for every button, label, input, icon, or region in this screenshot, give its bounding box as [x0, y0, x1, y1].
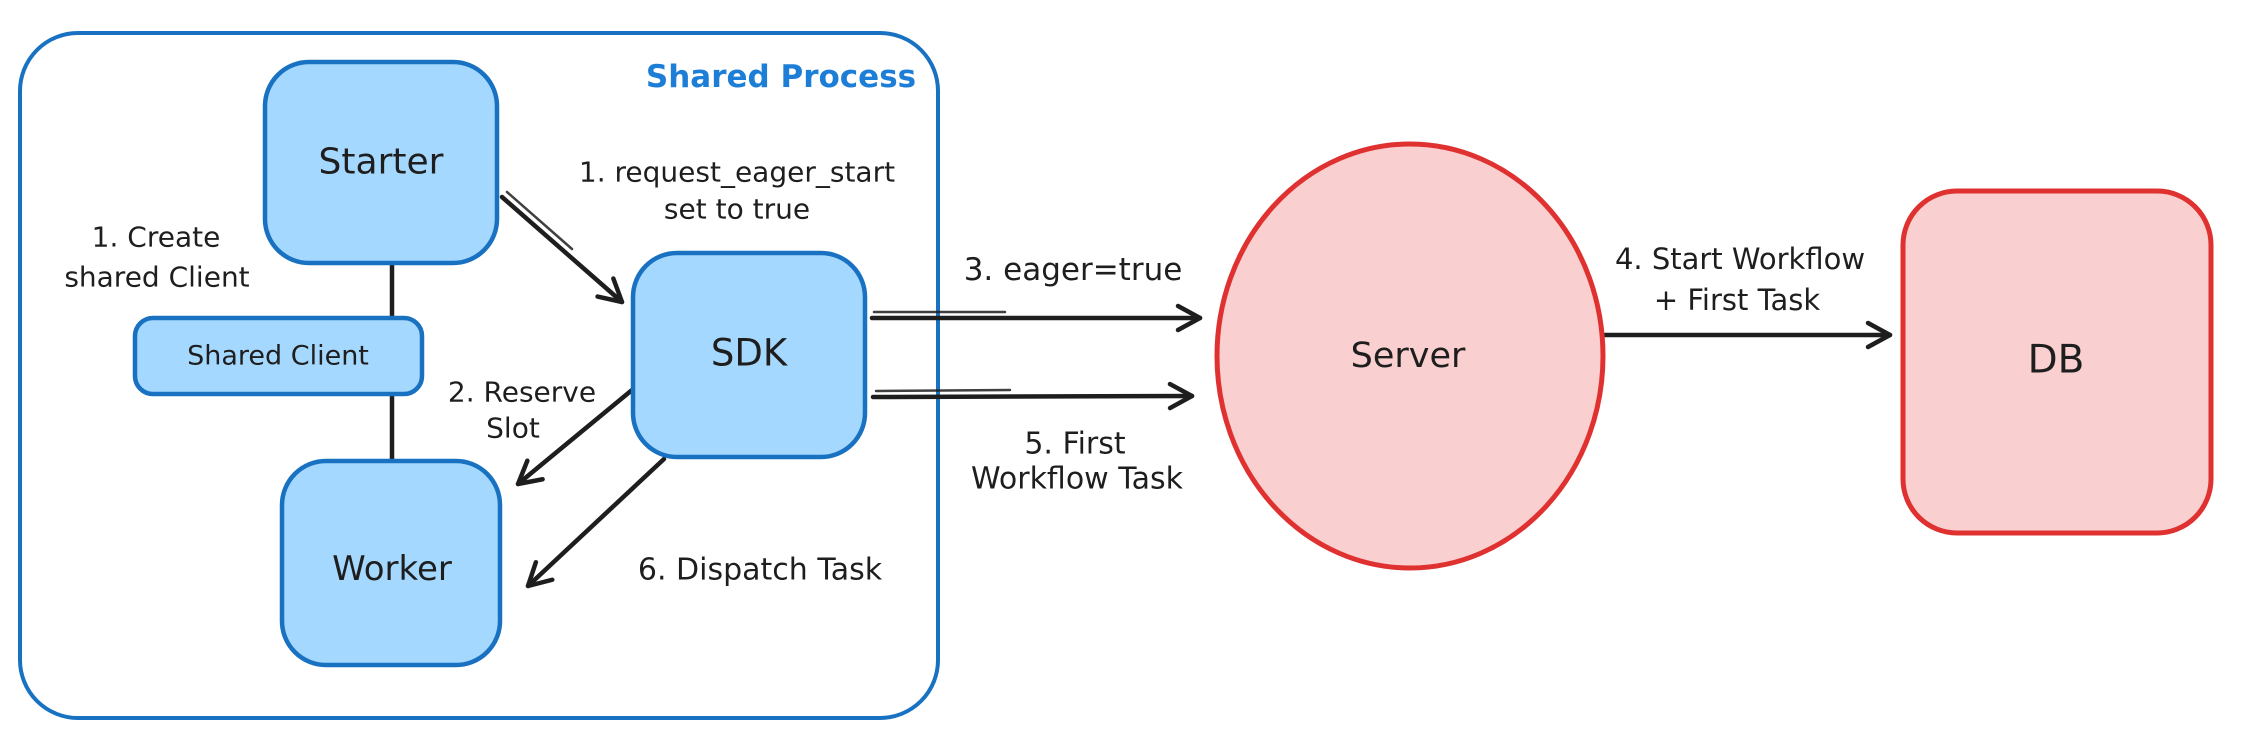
- sdk-node: SDK: [630, 250, 868, 460]
- shared-client-label: Shared Client: [187, 341, 369, 372]
- annotation-first-workflow-task-line2: Workflow Task: [971, 462, 1184, 497]
- annotation-first-workflow-task: 5. First Workflow Task: [971, 427, 1184, 497]
- shared-process-frame: [18, 31, 940, 720]
- server-node: Server: [1214, 141, 1606, 571]
- annotation-request-eager-start: 1. request_eager_start set to true: [579, 156, 895, 226]
- annotation-reserve-slot-line2: Slot: [486, 412, 540, 445]
- annotation-reserve-slot: 2. Reserve Slot: [448, 376, 596, 445]
- edge-sdk-worker-reserve: [515, 387, 635, 487]
- worker-label: Worker: [332, 549, 452, 589]
- db-box: [1900, 188, 2214, 536]
- annotation-start-workflow: 4. Start Workflow + First Task: [1615, 242, 1865, 317]
- annotation-create-shared-client: 1. Create shared Client: [64, 221, 249, 294]
- worker-node: Worker: [279, 458, 503, 668]
- server-circle: [1214, 141, 1606, 571]
- edge-starter-sdk-sketch-stub: [505, 190, 574, 251]
- shared-client-box: [132, 315, 425, 397]
- annotation-create-shared-client-line1: 1. Create: [92, 221, 221, 254]
- sdk-box: [630, 250, 868, 460]
- annotation-start-workflow-line1: 4. Start Workflow: [1615, 242, 1865, 276]
- edge-sdk-server-task: [870, 381, 1195, 411]
- shared-client-node: Shared Client: [132, 315, 425, 397]
- sdk-label: SDK: [711, 332, 789, 375]
- shared-process-group: Shared Process: [18, 31, 940, 720]
- db-label: DB: [2028, 338, 2085, 383]
- annotation-eager-true: 3. eager=true: [964, 252, 1183, 288]
- annotation-dispatch-task: 6. Dispatch Task: [638, 553, 883, 588]
- annotation-request-eager-start-line2: set to true: [664, 193, 810, 226]
- annotation-start-workflow-line2: + First Task: [1654, 283, 1821, 317]
- edge-sdk-server-task-sketch-stub: [874, 388, 1012, 393]
- annotation-request-eager-start-line1: 1. request_eager_start: [579, 156, 895, 189]
- server-label: Server: [1351, 336, 1466, 376]
- db-node: DB: [1900, 188, 2214, 536]
- starter-node: Starter: [262, 59, 500, 266]
- edge-starter-sdk: [499, 194, 625, 305]
- annotation-first-workflow-task-line1: 5. First: [1024, 427, 1126, 462]
- edge-sdk-worker-dispatch: [525, 456, 667, 589]
- shared-process-label: Shared Process: [646, 59, 916, 95]
- worker-box: [279, 458, 503, 668]
- annotation-create-shared-client-line2: shared Client: [64, 261, 249, 294]
- starter-label: Starter: [319, 142, 444, 183]
- annotation-reserve-slot-line1: 2. Reserve: [448, 376, 596, 409]
- starter-box: [262, 59, 500, 266]
